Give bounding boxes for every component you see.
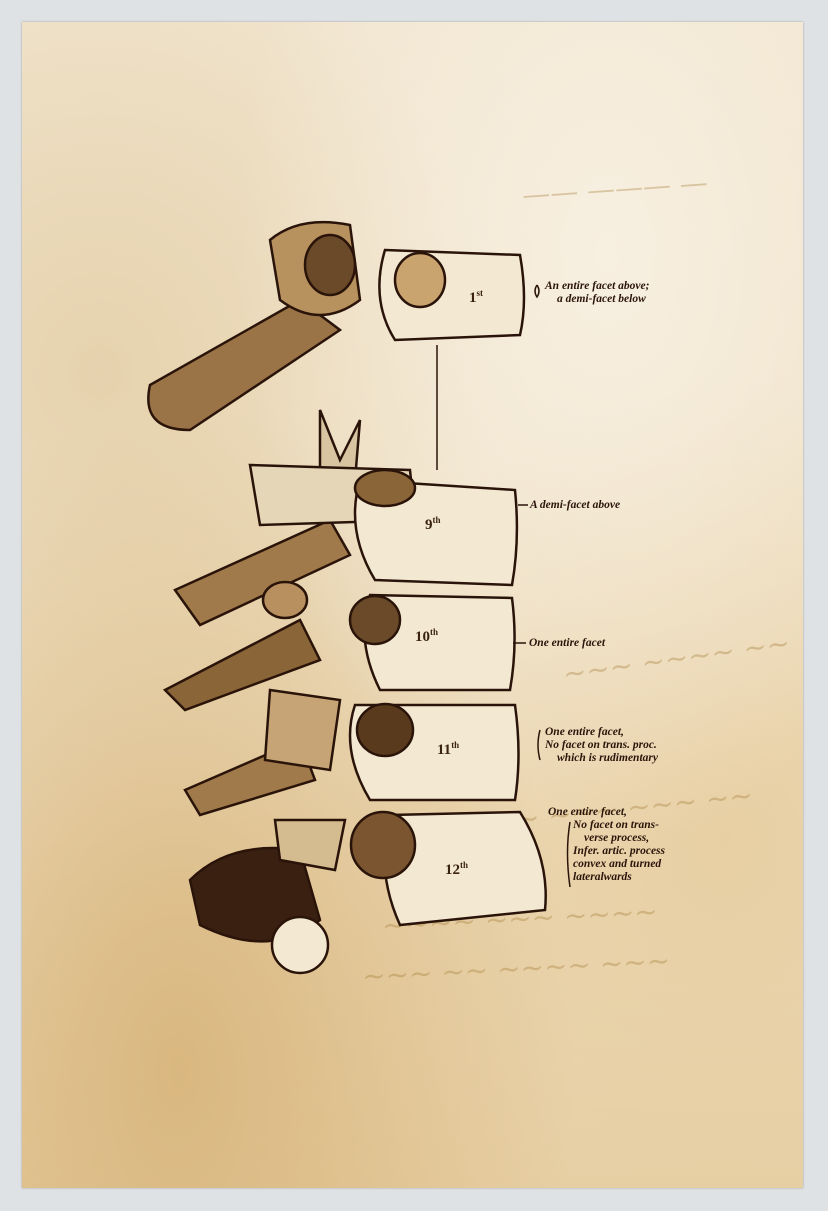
vertebra-number: 10 — [415, 629, 430, 645]
vertebra-label-9: 9th — [425, 515, 441, 534]
ordinal-suffix: st — [476, 288, 484, 298]
annotation-line: One entire facet — [529, 637, 606, 649]
annotation-line: which is rudimentary — [557, 752, 658, 764]
vertebra-label-10: 10th — [415, 627, 438, 646]
annotation-line: convex and turned — [573, 858, 662, 870]
annotation-9: A demi-facet above — [530, 499, 620, 512]
ordinal-suffix: th — [460, 860, 469, 870]
ordinal-suffix: th — [451, 740, 460, 750]
vertebra-11 — [183, 688, 520, 817]
vertebra-label-12: 12th — [445, 860, 468, 879]
vertebra-number: 9 — [425, 517, 433, 533]
annotation-line: One entire facet, — [545, 726, 624, 738]
ordinal-suffix: th — [430, 627, 439, 637]
vertebra-1 — [147, 220, 526, 432]
annotation-1: An entire facet above; a demi-facet belo… — [545, 280, 649, 306]
vertebra-label-11: 11th — [437, 740, 459, 759]
annotation-line: verse process, — [584, 832, 650, 844]
vertebra-9 — [173, 409, 519, 627]
annotation-line: Infer. artic. process — [573, 845, 665, 857]
vertebra-number: 11 — [437, 742, 452, 758]
annotation-line: A demi-facet above — [530, 499, 621, 511]
annotation-line: lateralwards — [573, 871, 632, 883]
annotation-12: One entire facet, No facet on trans- ver… — [548, 806, 665, 884]
annotation-line: No facet on trans. proc. — [545, 739, 657, 751]
annotation-line: No facet on trans- — [573, 819, 659, 831]
annotation-10: One entire facet — [529, 637, 605, 650]
vertebra-12 — [188, 810, 547, 975]
vertebra-number: 1 — [469, 290, 477, 306]
annotation-line: An entire facet above; — [545, 280, 650, 292]
vertebra-number: 12 — [445, 862, 460, 878]
vertebra-10 — [162, 580, 516, 712]
ordinal-suffix: th — [432, 515, 441, 525]
annotation-11: One entire facet, No facet on trans. pro… — [545, 726, 658, 765]
annotation-line: One entire facet, — [548, 806, 627, 818]
vertebra-label-1: 1st — [469, 288, 483, 307]
annotation-line: a demi-facet below — [557, 293, 646, 305]
